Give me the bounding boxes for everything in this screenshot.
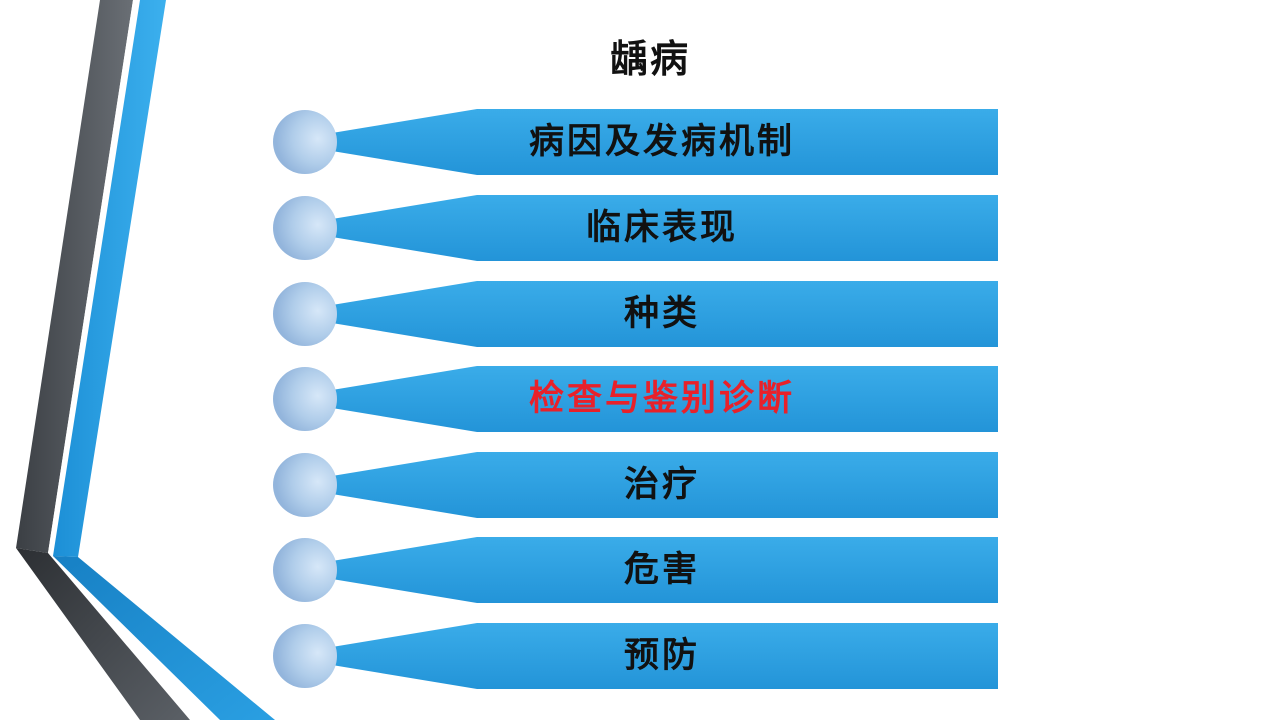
arrow-shape: [273, 109, 998, 175]
circle-bullet-icon: [273, 110, 337, 174]
menu-item-label: 病因及发病机制: [528, 122, 795, 162]
menu-item-label: 临床表现: [585, 208, 738, 248]
arrow-shape: [273, 537, 998, 603]
menu-item-clinical-manifestations[interactable]: 临床表现: [272, 195, 998, 261]
menu-item-label: 治疗: [623, 465, 700, 505]
menu-item-examination-diagnosis[interactable]: 检查与鉴别诊断: [272, 366, 998, 432]
arrow-shape: [273, 281, 998, 347]
arrow-shape: [273, 366, 998, 432]
menu-item-prevention[interactable]: 预防: [272, 623, 998, 689]
menu-item-treatment[interactable]: 治疗: [272, 452, 998, 518]
circle-bullet-icon: [273, 453, 337, 517]
blue-stripe-lower: [53, 556, 275, 720]
menu-item-label-highlighted: 检查与鉴别诊断: [528, 379, 795, 419]
menu-item-etiology[interactable]: 病因及发病机制: [272, 109, 998, 175]
circle-bullet-icon: [273, 367, 337, 431]
dark-stripe-upper: [16, 0, 133, 553]
arrow-shape: [273, 623, 998, 689]
arrow-shape: [273, 452, 998, 518]
menu-item-label: 种类: [623, 294, 700, 334]
menu-item-label: 危害: [623, 550, 700, 590]
blue-stripe-upper: [53, 0, 166, 557]
dark-stripe-lower: [16, 548, 190, 720]
menu-item-label: 预防: [623, 636, 700, 676]
arrow-shape: [273, 195, 998, 261]
circle-bullet-icon: [273, 196, 337, 260]
circle-bullet-icon: [273, 538, 337, 602]
circle-bullet-icon: [273, 282, 337, 346]
menu-item-types[interactable]: 种类: [272, 281, 998, 347]
circle-bullet-icon: [273, 624, 337, 688]
menu-item-harm[interactable]: 危害: [272, 537, 998, 603]
slide-title: 龋病: [609, 37, 690, 81]
